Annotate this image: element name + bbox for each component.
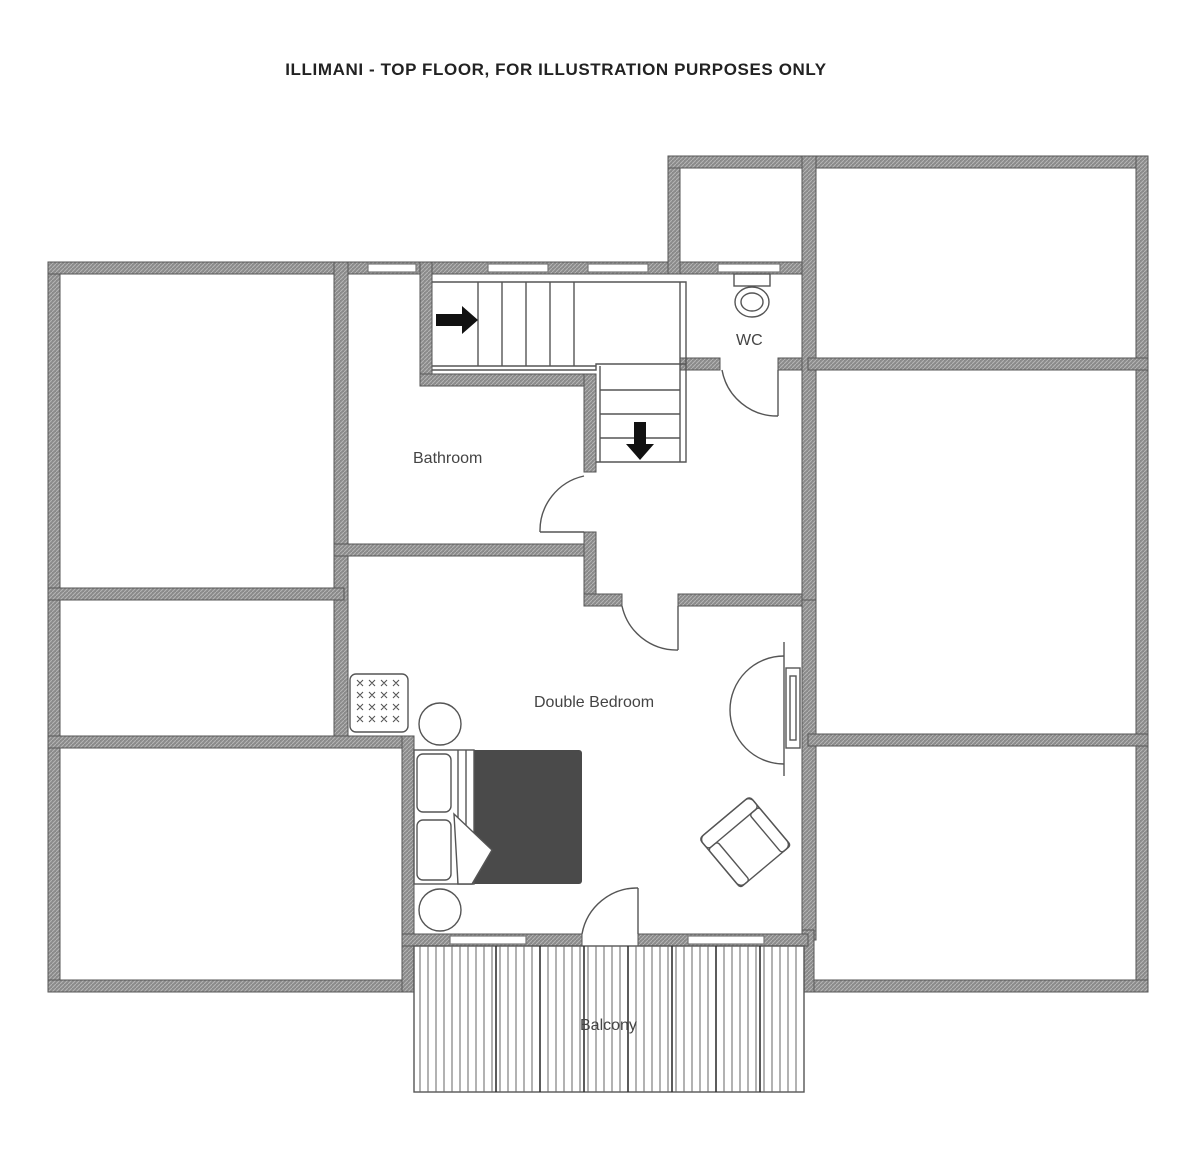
room-label-balcony: Balcony bbox=[580, 1017, 637, 1034]
bedside-table bbox=[418, 702, 462, 746]
wc-door bbox=[721, 369, 779, 417]
room-label-bathroom: Bathroom bbox=[413, 450, 482, 467]
bedroom-furniture bbox=[349, 642, 801, 932]
bedside-table bbox=[418, 888, 462, 932]
windows bbox=[367, 263, 781, 945]
doors bbox=[539, 369, 779, 935]
room-label-double-bedroom: Double Bedroom bbox=[534, 694, 654, 711]
arrow-right-icon bbox=[436, 306, 478, 334]
armchair bbox=[700, 797, 791, 888]
interior-walls bbox=[47, 155, 1149, 993]
arrow-down-icon bbox=[626, 422, 654, 460]
page-title: ILLIMANI - TOP FLOOR, FOR ILLUSTRATION P… bbox=[285, 60, 827, 79]
staircase bbox=[432, 281, 687, 463]
balcony-door bbox=[581, 887, 639, 935]
balcony-deck bbox=[413, 945, 805, 1093]
toilet-icon bbox=[733, 273, 771, 318]
tv-icon bbox=[729, 642, 801, 776]
bedroom-door bbox=[621, 605, 679, 651]
radiator-icon bbox=[349, 673, 409, 733]
bathroom-door bbox=[539, 475, 585, 533]
room-label-wc: WC bbox=[736, 332, 763, 349]
double-bed bbox=[413, 749, 582, 885]
